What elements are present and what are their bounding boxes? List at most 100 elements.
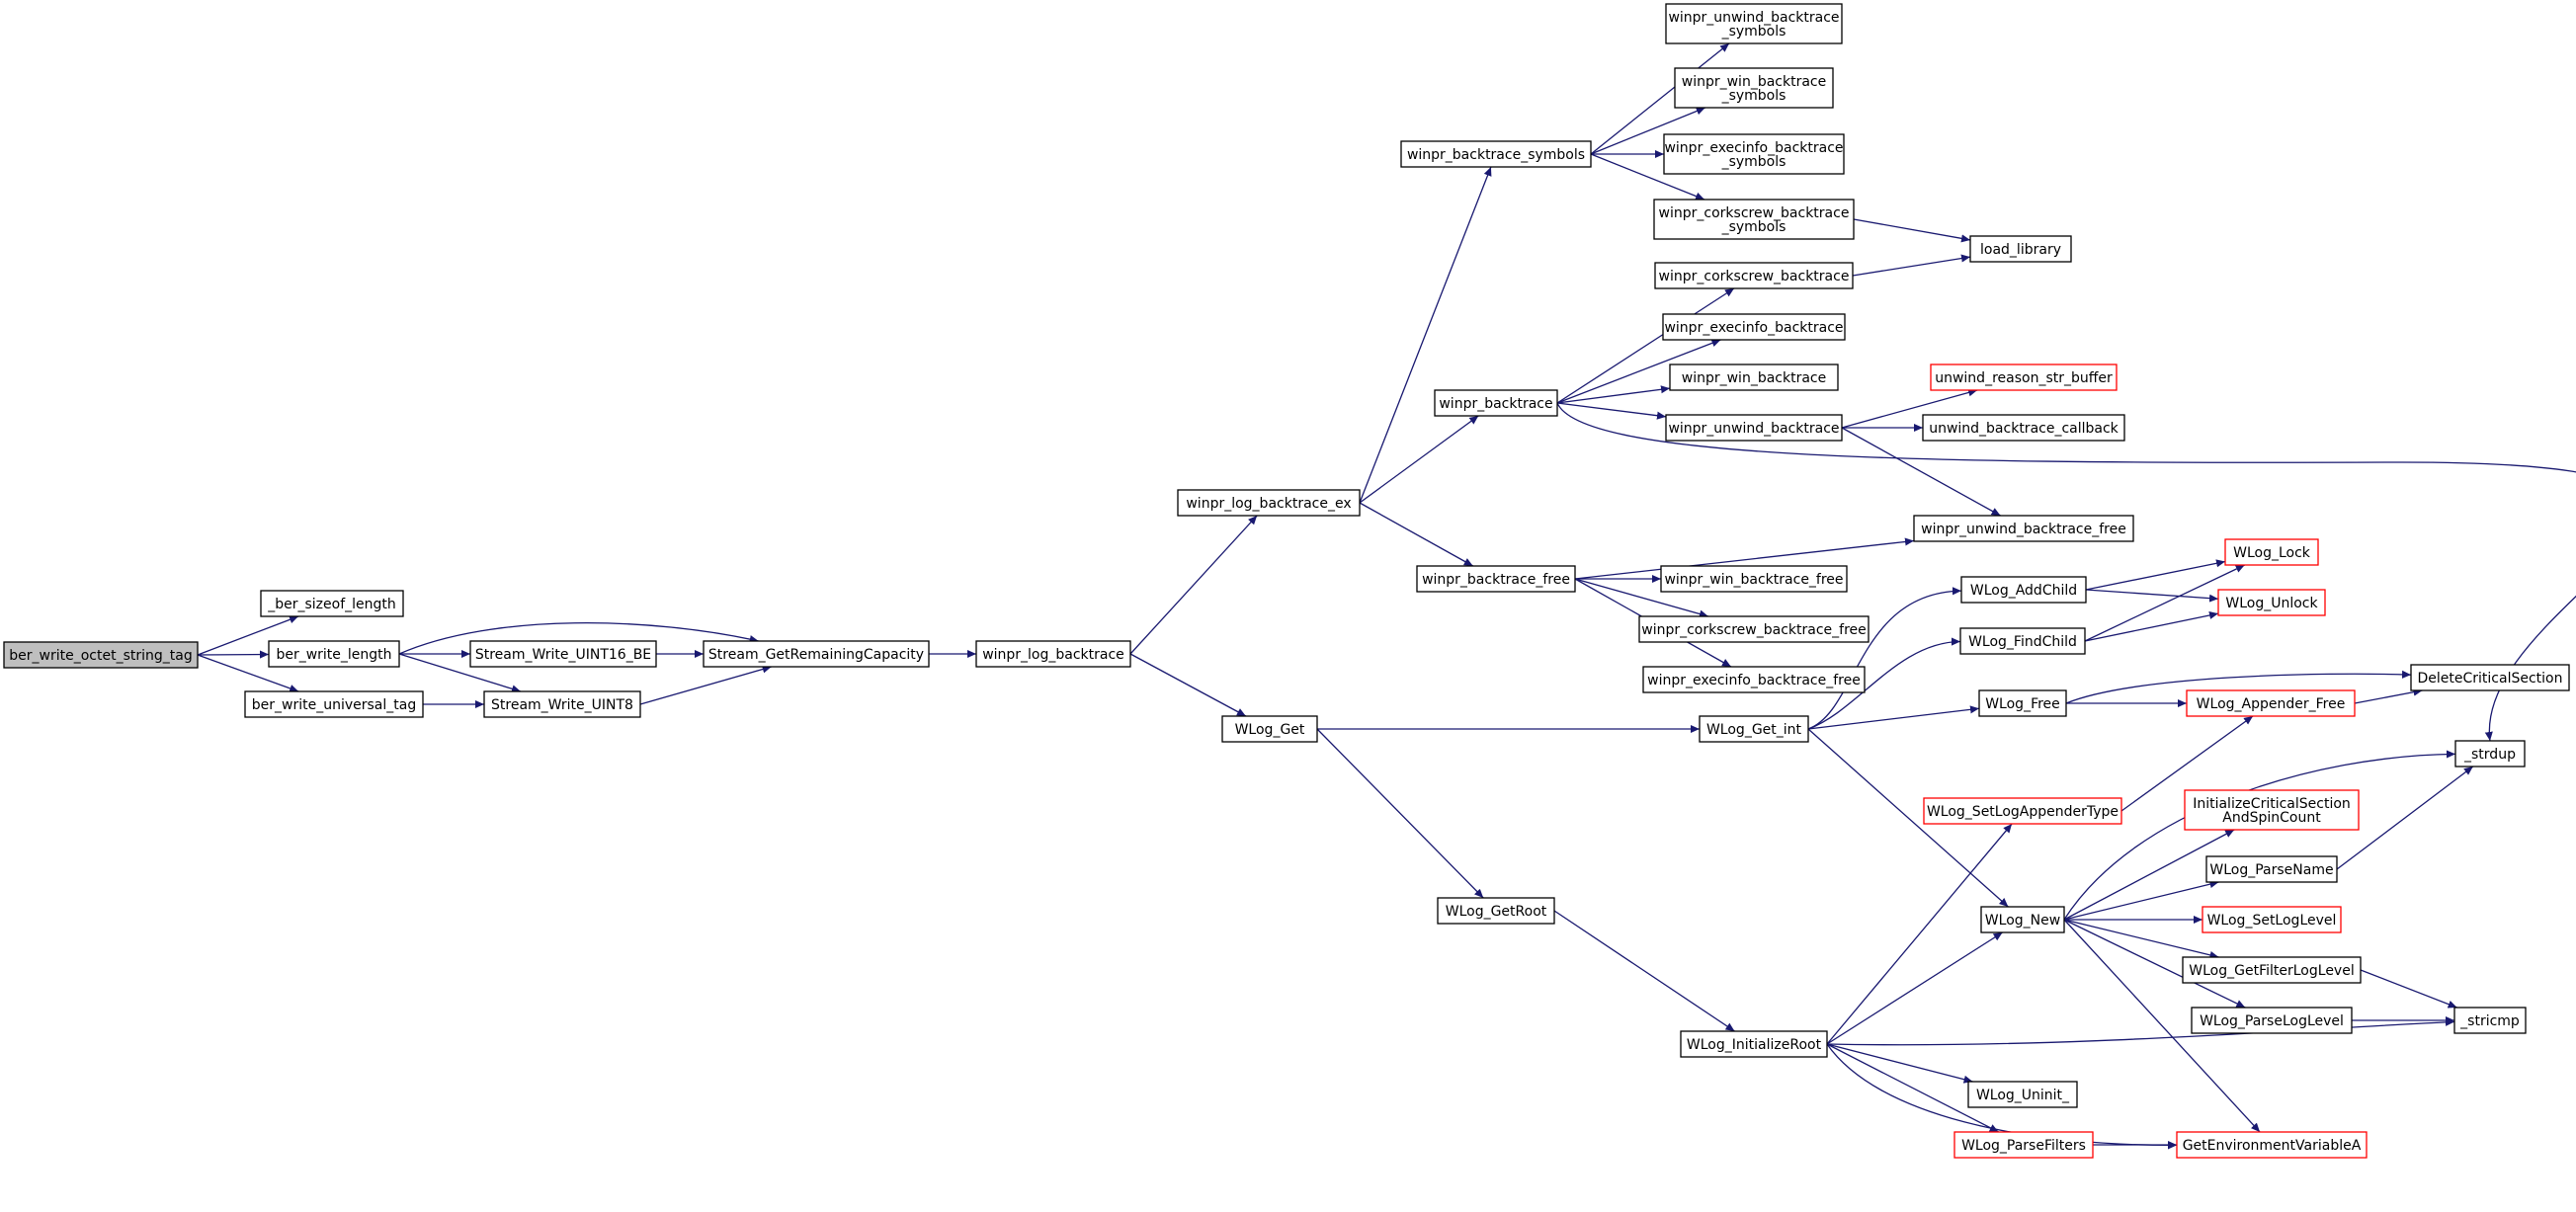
node-WLog_Free[interactable]: WLog_Free: [1978, 689, 2067, 717]
node-WLog_InitializeRoot[interactable]: WLog_InitializeRoot: [1680, 1030, 1828, 1058]
node-winpr_unwind_backtrace_free[interactable]: winpr_unwind_backtrace_free: [1913, 515, 2134, 542]
edge-ber_write_octet_string_tag-to-ber_write_length: [197, 650, 270, 659]
edge-winpr_backtrace-to-_strdup: [1556, 402, 2576, 742]
node-box: [2454, 740, 2526, 768]
edge-winpr_backtrace_free-to-winpr_corkscrew_backtrace_free: [1574, 578, 1709, 618]
edge-ber_write_octet_string_tag-to-_ber_sizeof_length: [197, 615, 299, 656]
node-label: WLog_ParseLogLevel: [2200, 1013, 2344, 1029]
node-winpr_execinfo_backtrace[interactable]: winpr_execinfo_backtrace: [1662, 313, 1846, 341]
node-_stricmp[interactable]: _stricmp: [2453, 1007, 2527, 1034]
node-WLog_ParseName[interactable]: WLog_ParseName: [2205, 855, 2338, 883]
node-WLog_Uninit_[interactable]: WLog_Uninit_: [1967, 1081, 2078, 1108]
node-box: [244, 690, 424, 718]
node-winpr_unwind_backtrace[interactable]: winpr_unwind_backtrace: [1665, 414, 1843, 442]
node-winpr_corkscrew_backtrace[interactable]: winpr_corkscrew_backtrace: [1654, 262, 1854, 289]
node-WLog_Lock[interactable]: WLog_Lock: [2224, 538, 2319, 566]
edge-WLog_New-to-WLog_ParseName: [2063, 880, 2219, 921]
node-_ber_sizeof_length[interactable]: _ber_sizeof_length: [260, 590, 404, 617]
node-WLog_GetRoot[interactable]: WLog_GetRoot: [1437, 897, 1555, 925]
node-box: [1980, 906, 2065, 933]
node-WLog_FindChild[interactable]: WLog_FindChild: [1959, 627, 2086, 655]
node-box: [1680, 1030, 1828, 1058]
node-unwind_backtrace_callback[interactable]: unwind_backtrace_callback: [1922, 414, 2125, 442]
node-label: ber_write_octet_string_tag: [9, 648, 192, 664]
node-box: [1437, 897, 1555, 925]
edge-WLog_ParseName-to-_strdup: [2336, 766, 2474, 870]
node-label: Stream_GetRemainingCapacity: [708, 647, 924, 663]
edge-WLog_Free-to-DeleteCriticalSection: [2065, 670, 2412, 704]
node-label: DeleteCriticalSection: [2418, 671, 2563, 687]
node-box: [1669, 364, 1839, 391]
node-ber_write_length[interactable]: ber_write_length: [268, 640, 400, 668]
node-label: InitializeCriticalSection: [2193, 796, 2351, 812]
edge-WLog_New-to-InitializeCriticalSectionAndSpinCount: [2063, 829, 2235, 921]
edge-WLog_FindChild-to-WLog_Unlock: [2084, 610, 2219, 642]
node-box: [1665, 414, 1843, 442]
node-winpr_execinfo_backtrace_symbols[interactable]: winpr_execinfo_backtrace_symbols: [1663, 133, 1845, 175]
node-box: [1662, 313, 1846, 341]
node-box: [2410, 664, 2570, 691]
node-label: ber_write_universal_tag: [252, 697, 416, 713]
node-_strdup[interactable]: _strdup: [2454, 740, 2526, 768]
node-label: winpr_win_backtrace: [1682, 74, 1826, 90]
node-winpr_win_backtrace_free[interactable]: winpr_win_backtrace_free: [1660, 565, 1848, 593]
node-label: winpr_execinfo_backtrace_free: [1647, 673, 1861, 688]
node-label: WLog_Get_int: [1706, 722, 1802, 738]
node-winpr_log_backtrace[interactable]: winpr_log_backtrace: [975, 640, 1131, 668]
node-WLog_ParseLogLevel[interactable]: WLog_ParseLogLevel: [2191, 1007, 2353, 1034]
node-label: _stricmp: [2459, 1013, 2520, 1029]
edge-WLog_New-to-WLog_ParseLogLevel: [2063, 919, 2246, 1009]
node-label: WLog_New: [1985, 913, 2060, 929]
node-label: WLog_GetFilterLogLevel: [2189, 963, 2354, 979]
node-winpr_log_backtrace_ex[interactable]: winpr_log_backtrace_ex: [1177, 489, 1361, 517]
node-Stream_Write_UINT8[interactable]: Stream_Write_UINT8: [483, 690, 641, 718]
node-WLog_GetFilterLogLevel[interactable]: WLog_GetFilterLogLevel: [2182, 956, 2362, 984]
node-Stream_Write_UINT16_BE[interactable]: Stream_Write_UINT16_BE: [469, 640, 657, 668]
node-winpr_backtrace_free[interactable]: winpr_backtrace_free: [1416, 565, 1576, 593]
node-label: WLog_GetRoot: [1446, 904, 1547, 920]
edge-winpr_corkscrew_backtrace-to-load_library: [1852, 254, 1971, 277]
node-winpr_unwind_backtrace_symbols[interactable]: winpr_unwind_backtrace_symbols: [1665, 3, 1843, 44]
edge-winpr_unwind_backtrace-to-winpr_unwind_backtrace_free: [1841, 427, 2001, 517]
node-label: winpr_execinfo_backtrace: [1664, 140, 1843, 156]
node-box: [1434, 389, 1558, 417]
node-label: winpr_win_backtrace_free: [1664, 572, 1843, 588]
node-winpr_corkscrew_backtrace_symbols[interactable]: winpr_corkscrew_backtrace_symbols: [1653, 199, 1855, 240]
node-winpr_corkscrew_backtrace_free[interactable]: winpr_corkscrew_backtrace_free: [1638, 615, 1870, 643]
node-label: unwind_reason_str_buffer: [1935, 370, 2113, 386]
node-WLog_Get_int[interactable]: WLog_Get_int: [1699, 715, 1809, 743]
node-label: WLog_ParseFilters: [1961, 1138, 2086, 1154]
node-label: winpr_win_backtrace: [1682, 370, 1826, 386]
node-box: [268, 640, 400, 668]
node-box: [1978, 689, 2067, 717]
edge-WLog_Get_int-to-WLog_New: [1807, 728, 2009, 908]
node-DeleteCriticalSection[interactable]: DeleteCriticalSection: [2410, 664, 2570, 691]
edge-winpr_backtrace-to-winpr_execinfo_backtrace: [1556, 339, 1721, 404]
node-Stream_GetRemainingCapacity[interactable]: Stream_GetRemainingCapacity: [703, 640, 930, 668]
node-box: [1660, 565, 1848, 593]
node-WLog_SetLogLevel[interactable]: WLog_SetLogLevel: [2202, 906, 2342, 933]
node-winpr_win_backtrace[interactable]: winpr_win_backtrace: [1669, 364, 1839, 391]
node-winpr_backtrace[interactable]: winpr_backtrace: [1434, 389, 1558, 417]
node-ber_write_universal_tag[interactable]: ber_write_universal_tag: [244, 690, 424, 718]
node-WLog_Get[interactable]: WLog_Get: [1221, 715, 1318, 743]
node-WLog_ParseFilters[interactable]: WLog_ParseFilters: [1953, 1131, 2094, 1159]
edge-WLog_InitializeRoot-to-WLog_Uninit_: [1826, 1043, 1973, 1084]
node-WLog_SetLogAppenderType[interactable]: WLog_SetLogAppenderType: [1923, 797, 2122, 825]
node-winpr_win_backtrace_symbols[interactable]: winpr_win_backtrace_symbols: [1674, 67, 1834, 109]
node-box: [2205, 855, 2338, 883]
node-load_library[interactable]: load_library: [1969, 235, 2072, 263]
node-winpr_execinfo_backtrace_free[interactable]: winpr_execinfo_backtrace_free: [1642, 666, 1866, 693]
node-WLog_Unlock[interactable]: WLog_Unlock: [2217, 589, 2326, 616]
node-WLog_Appender_Free[interactable]: WLog_Appender_Free: [2186, 689, 2356, 717]
node-GetEnvironmentVariableA[interactable]: GetEnvironmentVariableA: [2176, 1131, 2368, 1159]
node-WLog_AddChild[interactable]: WLog_AddChild: [1960, 576, 2087, 604]
node-label: WLog_InitializeRoot: [1687, 1037, 1822, 1053]
node-label: winpr_unwind_backtrace: [1668, 10, 1839, 26]
node-WLog_New[interactable]: WLog_New: [1980, 906, 2065, 933]
edge-WLog_Appender_Free-to-DeleteCriticalSection: [2354, 687, 2423, 704]
node-unwind_reason_str_buffer[interactable]: unwind_reason_str_buffer: [1930, 364, 2118, 391]
edge-winpr_corkscrew_backtrace_symbols-to-load_library: [1853, 218, 1971, 243]
node-winpr_backtrace_symbols[interactable]: winpr_backtrace_symbols: [1400, 140, 1592, 168]
